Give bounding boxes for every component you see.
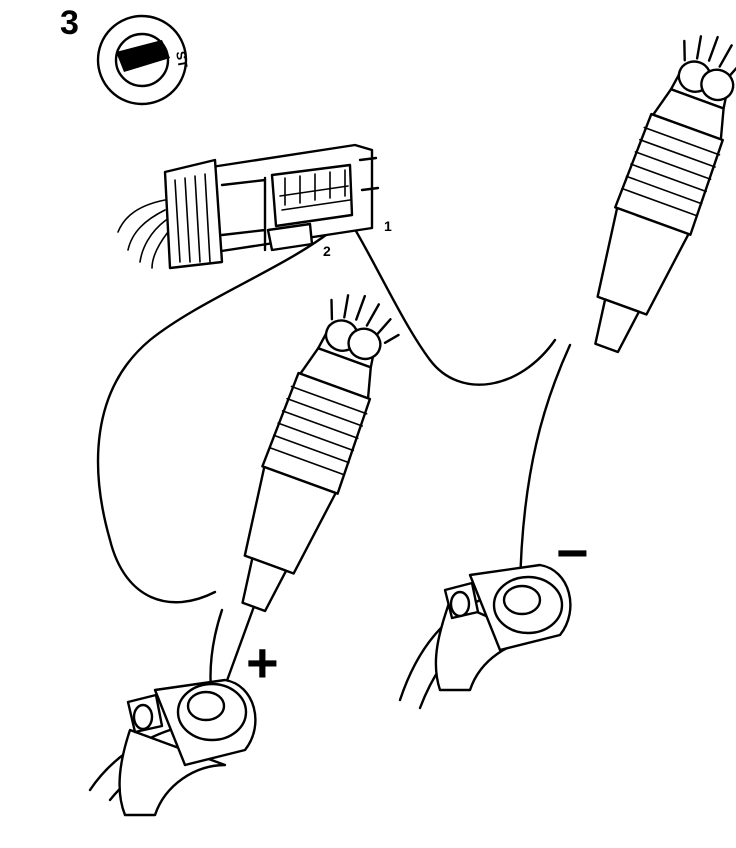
pin-1-label: 1 — [384, 218, 392, 234]
connector-icon — [117, 143, 380, 270]
step-number: 3 — [60, 4, 79, 42]
battery-terminal-icon — [88, 678, 257, 817]
test-lamp-icon — [223, 294, 400, 688]
ignition-st-mark: ST — [173, 50, 191, 69]
ignition-switch-icon: ST — [96, 14, 191, 106]
pin-2-label: 2 — [323, 243, 331, 259]
test-lamp-icon — [594, 35, 736, 354]
positive-terminal-label: + — [246, 631, 279, 694]
wire-pin2 — [96, 230, 332, 604]
negative-terminal-label: − — [556, 521, 589, 584]
battery-terminal-icon — [398, 563, 572, 710]
lamp-lead-negative — [518, 343, 572, 592]
wire-pin1 — [338, 203, 557, 386]
